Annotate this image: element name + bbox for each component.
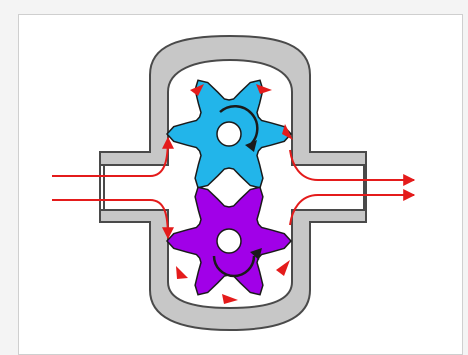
top-gear-hub [217,122,241,146]
bottom-gear-hub [217,229,241,253]
pump-casing [100,36,366,330]
